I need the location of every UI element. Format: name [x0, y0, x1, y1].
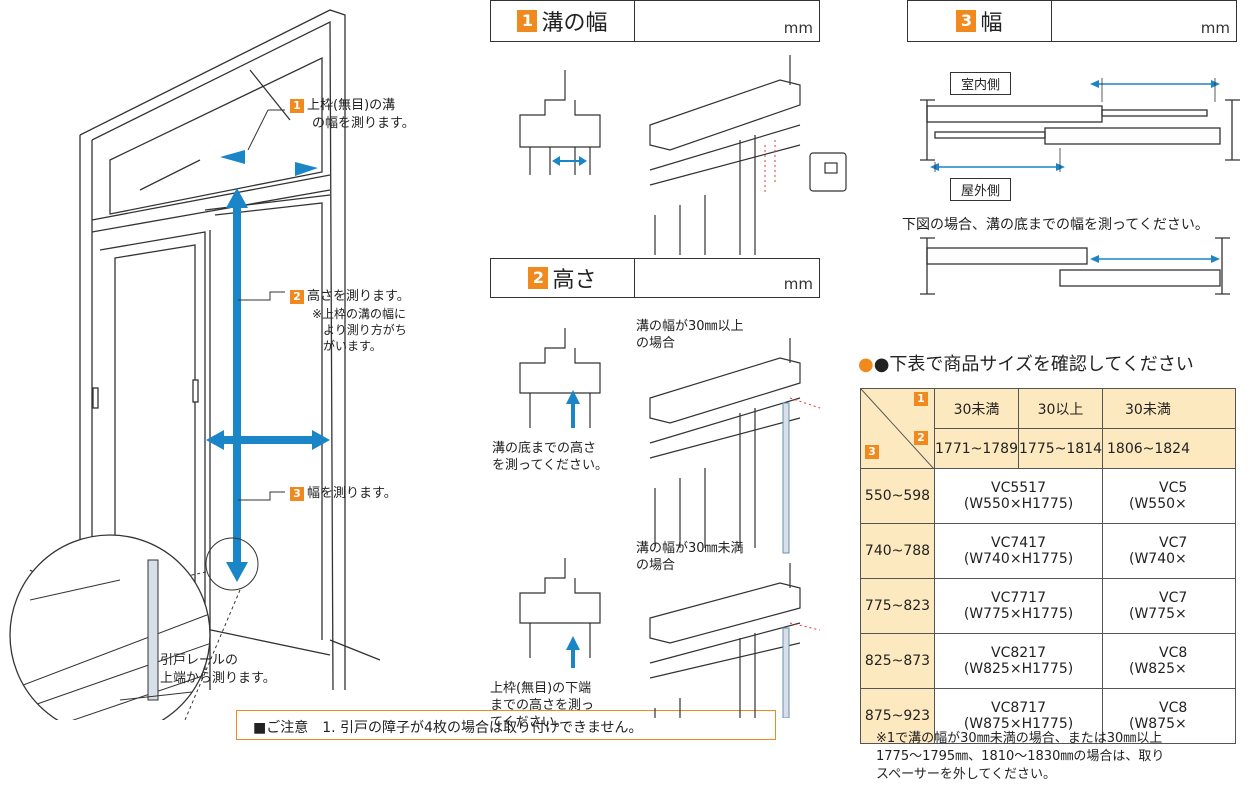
groove-width-diagram [519, 55, 847, 255]
size-table-heading: ●●下表で商品サイズを確認してください [858, 354, 1194, 375]
table-row: 775~823 VC7717(W775×H1775) VC7(W775× [860, 578, 1236, 634]
bottom-height-caption: 溝の底までの高さ を測ってください。 [492, 441, 608, 473]
height-col-2: 1775~1814 [1018, 428, 1103, 469]
groove-col-1: 30未満 [934, 388, 1019, 429]
groove-col-2: 30以上 [1018, 388, 1103, 429]
table-row: 550~598 VC5517(W550×H1775) VC5(W550× [860, 468, 1236, 524]
size-table: 1 2 3 30未満 30以上 30未満 1771~1789 1775~1814… [860, 388, 1236, 744]
table-row: 825~873 VC8217(W825×H1775) VC8(W825× [860, 633, 1236, 689]
rail-note: 引戸レールの 上端から測ります。 [160, 653, 276, 686]
outdoor-label: 屋外側 [950, 178, 1012, 201]
groove-col-3: 30未満 [1102, 388, 1236, 429]
table-footnote: ※1で溝の幅が30㎜未満の場合、または30㎜以上 1775～1795㎜、1810… [876, 731, 1165, 782]
under30-caption: 溝の幅が30㎜未満 の場合 [636, 541, 744, 573]
table-row: 740~788 VC7417(W740×H1775) VC7(W740× [860, 523, 1236, 579]
bottom-measure-note: 下図の場合、溝の底までの幅を測ってください。 [902, 217, 1209, 233]
height-diagrams [519, 328, 821, 718]
height-col-1: 1771~1789 [934, 428, 1019, 469]
height-col-3: 1806~1824 [1102, 428, 1236, 469]
table-corner: 1 2 3 [860, 388, 935, 469]
table-row: 875~923 VC8717(W875×H1775) VC8(W875× [860, 688, 1236, 744]
width-plan-diagram [920, 78, 1240, 295]
window-illustration [9, 9, 381, 720]
indoor-label: 室内側 [950, 72, 1012, 95]
lower-edge-caption: 上枠(無目)の下端 までの高さを測っ てください。 [490, 681, 595, 730]
over30-caption: 溝の幅が30㎜以上 の場合 [636, 319, 744, 351]
caution-box: ■ご注意 1. 引戸の障子が4枚の場合は取り付けできません。 [236, 710, 776, 740]
